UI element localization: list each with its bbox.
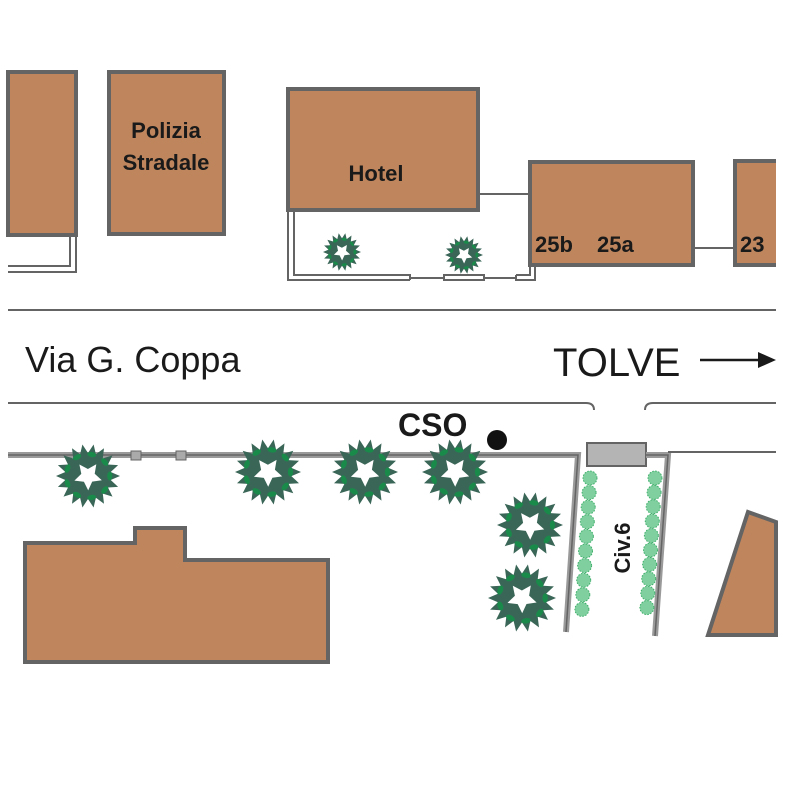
driveway-east-edge-line — [646, 454, 669, 637]
hedge-shrub-icon — [639, 600, 655, 616]
hedge-shrub-icon — [647, 470, 663, 486]
hotel-fence — [287, 210, 410, 281]
fence-post — [130, 450, 142, 461]
cso-label: CSO — [398, 407, 467, 443]
fence-left-top-outer — [8, 235, 77, 273]
police-label-line2: Stradale — [123, 150, 210, 175]
hedge-shrub-icon — [576, 572, 592, 588]
hedge-shrub-icon — [582, 470, 598, 486]
hotel-fence-segment — [443, 274, 485, 281]
hedge-shrub-icon — [578, 528, 594, 544]
building-hotel — [286, 87, 480, 212]
hedge-shrub-icon — [580, 499, 596, 515]
hedge-shrub-icon — [643, 542, 658, 558]
cso-marker[interactable] — [487, 430, 507, 450]
hotel-fence-end — [515, 264, 536, 281]
hotel-label: Hotel — [349, 161, 404, 186]
road-edge-south-east — [644, 402, 776, 411]
tree-icon — [422, 439, 488, 505]
hedge-shrub-icon — [640, 585, 656, 601]
civic-6-label: Civ.6 — [610, 523, 635, 574]
building-south-east — [705, 509, 778, 637]
hedge-shrub-icon — [644, 513, 660, 529]
hedge-shrub-icon — [578, 543, 593, 559]
hedge-shrub-icon — [579, 514, 595, 530]
building-left-top — [6, 70, 78, 237]
tree-icon — [332, 439, 398, 505]
hedge-shrub-icon — [577, 558, 593, 574]
building-south-west — [23, 526, 330, 664]
hedge-shrub-icon — [643, 528, 659, 544]
tree-icon — [497, 492, 563, 558]
tree-icon — [445, 236, 483, 274]
hedge-shrub-icon — [581, 485, 597, 501]
tree-icon — [488, 564, 556, 632]
hedge-shrub-icon — [574, 601, 590, 617]
tree-icon — [56, 444, 120, 508]
road-edge-south-west — [8, 402, 595, 411]
gate — [586, 442, 647, 467]
fence-left-top — [8, 235, 71, 267]
hedge-shrub-icon — [645, 499, 661, 515]
building-police — [107, 70, 226, 236]
tree-icon — [323, 233, 361, 271]
fence-post — [175, 450, 187, 461]
tree-icon — [235, 439, 301, 505]
hedge-shrub-icon — [646, 484, 662, 500]
direction-label: TOLVE — [553, 341, 680, 385]
hedge-shrub-icon — [642, 556, 658, 572]
hedge-shrub-icon — [575, 587, 591, 603]
civic-25a-label: 25a — [597, 232, 634, 257]
street-name-label: Via G. Coppa — [25, 339, 241, 380]
hedge-shrub-icon — [641, 571, 657, 587]
sidewalk-fence-south-line — [8, 454, 579, 633]
arrow-right-icon — [700, 352, 776, 368]
civic-25b-label: 25b — [535, 232, 573, 257]
police-label-line1: Polizia — [131, 118, 201, 143]
civic-23-label: 23 — [740, 232, 764, 257]
building-25 — [528, 160, 695, 267]
building-23 — [733, 159, 776, 267]
